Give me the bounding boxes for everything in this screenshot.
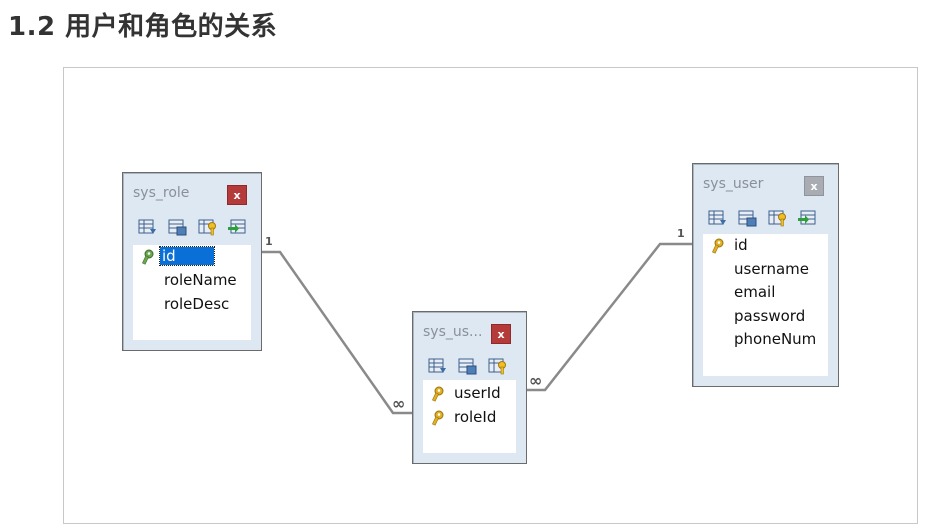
table-toolbar: [137, 217, 248, 237]
field-row[interactable]: password: [703, 305, 828, 327]
field-list: userId roleId: [423, 380, 516, 453]
field-row[interactable]: roleId: [423, 406, 516, 428]
cardinality-many-role: ∞: [392, 394, 406, 413]
section-heading: 1.2 用户和角色的关系: [8, 12, 278, 42]
field-row[interactable]: userId: [423, 382, 516, 404]
field-name: phoneNum: [734, 330, 817, 348]
field-row[interactable]: email: [703, 281, 828, 303]
table-grid-icon[interactable]: [427, 356, 448, 376]
field-list: id username email password phoneNum: [703, 234, 828, 376]
field-name: email: [734, 283, 776, 301]
table-sys-role[interactable]: sys_role x id roleName roleDesc: [122, 172, 262, 351]
close-button[interactable]: x: [804, 176, 824, 196]
close-button[interactable]: x: [227, 185, 247, 205]
table-sys-user[interactable]: sys_user x id username email password ph…: [692, 163, 839, 387]
field-name: password: [734, 307, 806, 325]
primary-key-icon: [432, 386, 444, 402]
table-design-icon[interactable]: [457, 356, 478, 376]
cardinality-one-role: 1: [265, 235, 273, 248]
table-title: sys_us...: [423, 324, 483, 340]
table-key-icon[interactable]: [487, 356, 508, 376]
table-title: sys_user: [703, 176, 764, 192]
table-key-icon[interactable]: [767, 208, 788, 228]
cardinality-one-user: 1: [677, 227, 685, 240]
primary-key-icon: [432, 410, 444, 426]
field-row[interactable]: roleName: [133, 269, 251, 291]
table-header[interactable]: sys_us... x: [413, 312, 526, 348]
table-import-icon[interactable]: [227, 217, 248, 237]
field-list: id roleName roleDesc: [133, 245, 251, 340]
field-row[interactable]: id: [133, 245, 251, 267]
table-design-icon[interactable]: [737, 208, 758, 228]
field-row[interactable]: id: [703, 234, 828, 256]
table-header[interactable]: sys_user x: [693, 164, 838, 200]
field-name: roleId: [454, 408, 497, 426]
field-row[interactable]: phoneNum: [703, 328, 828, 350]
table-toolbar: [427, 356, 508, 376]
field-name: username: [734, 260, 809, 278]
primary-key-icon: [142, 249, 154, 265]
field-row[interactable]: username: [703, 258, 828, 280]
table-toolbar: [707, 208, 818, 228]
table-sys-user-role[interactable]: sys_us... x userId roleId: [412, 311, 527, 464]
field-name: roleName: [164, 271, 237, 289]
table-key-icon[interactable]: [197, 217, 218, 237]
table-grid-icon[interactable]: [137, 217, 158, 237]
table-import-icon[interactable]: [797, 208, 818, 228]
field-name: id: [734, 236, 748, 254]
table-title: sys_role: [133, 185, 190, 201]
table-design-icon[interactable]: [167, 217, 188, 237]
field-row[interactable]: roleDesc: [133, 293, 251, 315]
primary-key-icon: [712, 238, 724, 254]
cardinality-many-user: ∞: [529, 371, 543, 390]
close-button[interactable]: x: [491, 324, 511, 344]
table-header[interactable]: sys_role x: [123, 173, 261, 209]
field-name: userId: [454, 384, 501, 402]
table-grid-icon[interactable]: [707, 208, 728, 228]
field-name: id: [159, 246, 215, 266]
field-name: roleDesc: [164, 295, 230, 313]
